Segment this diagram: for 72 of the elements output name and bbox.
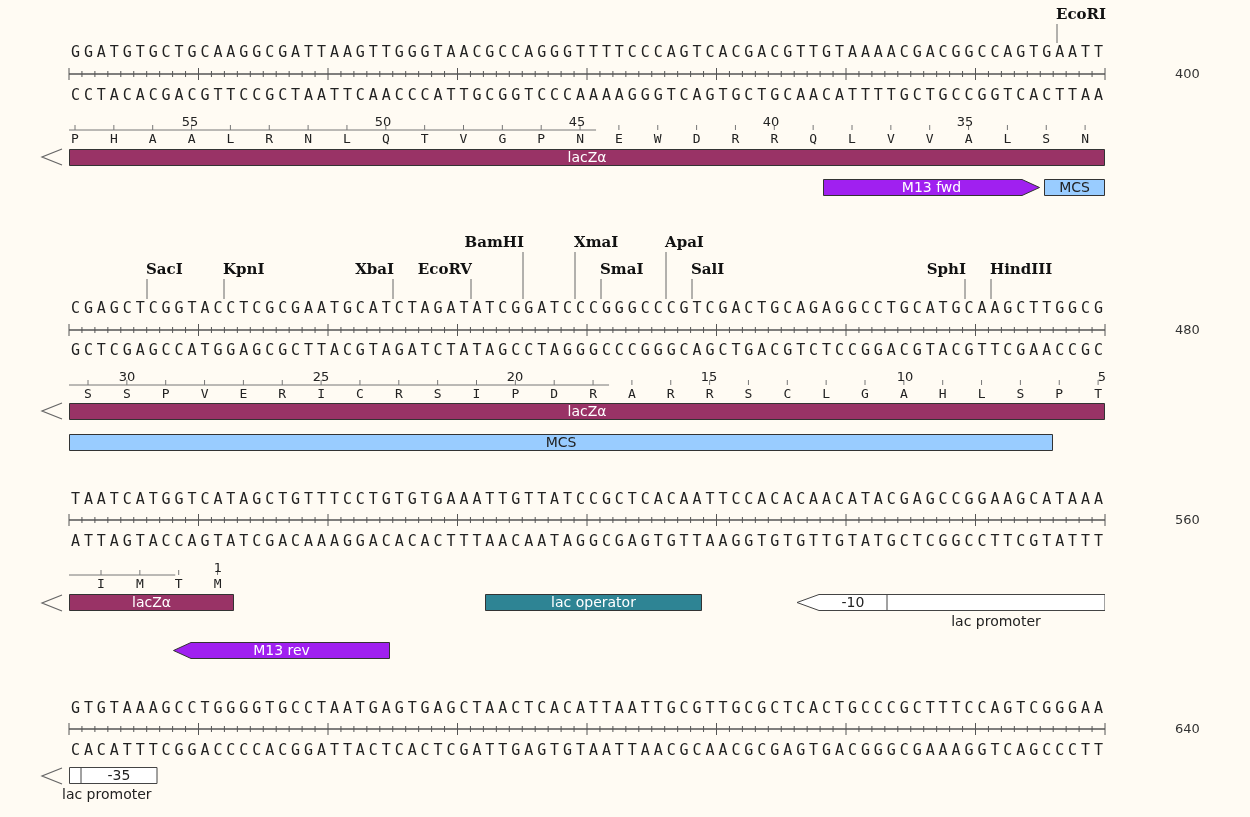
feature-label: lac operator: [550, 594, 637, 611]
enzyme-label: SphI: [926, 259, 966, 279]
enzyme-label: ApaI: [665, 232, 704, 252]
position-number: 400: [1175, 66, 1200, 82]
position-number: 640: [1175, 721, 1200, 737]
leader-line: [1056, 23, 1058, 44]
residue-number: 20: [506, 369, 524, 385]
feature-label: -35: [106, 767, 132, 784]
leader-line: [146, 278, 148, 300]
residue-number: 15: [700, 369, 718, 385]
position-number: 560: [1175, 512, 1200, 528]
feature-label: M13 rev: [252, 642, 311, 659]
feature-bar: [69, 594, 234, 611]
residue-number: 5: [1097, 369, 1107, 385]
enzyme-label: XmaI: [574, 232, 619, 252]
enzyme-label: HindIII: [990, 259, 1053, 279]
leader-line: [990, 278, 992, 300]
primer-feature: [823, 179, 1040, 196]
enzyme-label: SalI: [691, 259, 725, 279]
leader-line: [964, 278, 966, 300]
dna-sequence: ATTAGTACCAGTATCGACAAAGGACACACTTTAACAATAGGCGAGTGTTAAGGTGTGTTGTATGCTCGGCCTTCGTATTT: [70, 532, 1107, 550]
dna-sequence: CGAGCTCGGTACCTCGCGAATGCATCTAGATATCGGATCCCGGGCCCGTCGACTGCAGAGGCCTGCATGCAAGCTTGGCG: [70, 299, 1107, 317]
enzyme-label: SacI: [146, 259, 183, 279]
feature-bar: [69, 434, 1053, 451]
feature-bar: [485, 594, 702, 611]
feature-bar: [69, 403, 1105, 420]
enzyme-label: XbaI: [355, 259, 394, 279]
feature-label: lacZα: [131, 594, 172, 611]
enzyme-label: KpnI: [223, 259, 265, 279]
feature-label: lacZα: [566, 403, 608, 420]
leader-line: [691, 278, 693, 300]
enzyme-label: BamHI: [464, 232, 524, 252]
leader-line: [470, 278, 472, 300]
feature-label: M13 fwd: [900, 179, 963, 196]
feature-name: lac promoter: [950, 613, 1042, 630]
leader-line: [522, 251, 524, 300]
residue-number: 30: [118, 369, 136, 385]
feature-bar: [69, 149, 1105, 166]
leader-line: [223, 278, 225, 300]
residue-number: 55: [181, 114, 199, 130]
dna-sequence: CACATTTCGGACCCCACGGATTACTCACTCGATTGAGTGTAATTAACGCAACGCGAGTGACGGGCGAAAGGTCAGCCCTT: [70, 741, 1107, 759]
leader-line: [574, 251, 576, 300]
feature-label: -10: [840, 594, 866, 611]
leader-line: [665, 251, 667, 300]
residue-number: 50: [374, 114, 392, 130]
feature-label: lacZα: [566, 149, 608, 166]
residue-number: 1: [213, 560, 223, 576]
promoter-feature: [797, 594, 1105, 632]
residue-number: 25: [312, 369, 330, 385]
leader-line: [392, 278, 394, 300]
amino-acid-sequence: S S P V E R I C R S I P D R A R R S C L G A H L S P T: [84, 386, 1114, 402]
feature-name: lac promoter: [62, 786, 152, 803]
residue-number: 35: [956, 114, 974, 130]
residue-number: 45: [568, 114, 586, 130]
dna-sequence: CCTACACGACGTTCCGCTAATTCAACCCATTGCGGTCCCAAAAGGGTCAGTGCTGCAACATTTTGCTGCCGGTCACTTAA: [70, 86, 1107, 104]
enzyme-label: SmaI: [600, 259, 644, 279]
dna-sequence: GGATGTGCTGCAAGGCGATTAAGTTGGGTAACGCCAGGGTTTTCCCAGTCACGACGTTGTAAAACGACGGCCAGTGAATT: [70, 43, 1107, 61]
residue-number: 40: [762, 114, 780, 130]
enzyme-label: EcoRV: [417, 259, 472, 279]
leader-line: [600, 278, 602, 300]
amino-acid-sequence: I M T M: [97, 576, 234, 592]
dna-sequence: TAATCATGGTCATAGCTGTTTCCTGTGTGAAATTGTTATCCGCTCACAATTCCACACAACATACGAGCCGGAAGCATAAA: [70, 490, 1107, 508]
residue-number: 10: [896, 369, 914, 385]
dna-sequence: GTGTAAAGCCTGGGGTGCCTAATGAGTGAGCTAACTCACATTAATTGCGTTGCGCTCACTGCCCGCTTTCCAGTCGGGAA: [70, 699, 1107, 717]
amino-acid-sequence: P H A A L R N L Q T V G P N E W D R R Q L V V A L S N: [71, 131, 1101, 147]
enzyme-label: EcoRI: [1056, 4, 1107, 24]
primer-feature: [173, 642, 390, 659]
position-number: 480: [1175, 322, 1200, 338]
feature-bar: [1044, 179, 1105, 196]
feature-label: MCS: [1058, 179, 1091, 196]
feature-label: MCS: [544, 434, 578, 451]
dna-sequence: GCTCGAGCCATGGAGCGCTTACGTAGATCTATAGCCTAGGGCCCGGGCAGCTGACGTCTCCGGACGTACGTTCGAACCGC: [70, 341, 1107, 359]
